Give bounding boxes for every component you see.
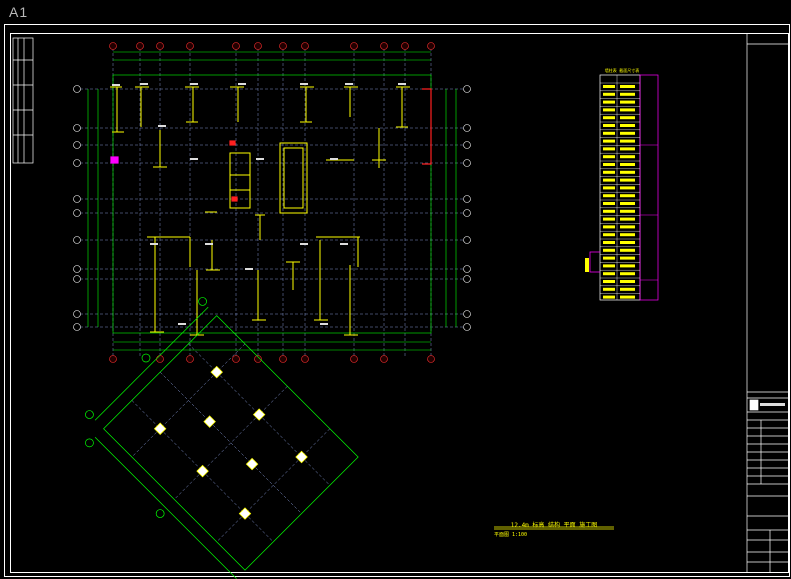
wall-schedule-table: [585, 74, 659, 301]
schedule-cell: [603, 124, 615, 127]
schedule-cell: [603, 155, 615, 159]
schedule-cell: [620, 209, 635, 213]
schedule-cell: [620, 85, 635, 88]
dimension-lines: [87, 51, 457, 351]
axis-bubbles-top: [109, 42, 435, 50]
plan-scale: 平面图 1:100: [494, 532, 528, 538]
schedule-cell: [620, 248, 635, 252]
plan-accents: [110, 88, 432, 202]
left-binding-strip: [12, 37, 34, 164]
schedule-cell: [603, 147, 615, 151]
schedule-cell: [603, 217, 615, 221]
schedule-cell: [620, 233, 635, 237]
schedule-cell: [620, 124, 635, 127]
schedule-cell: [603, 248, 615, 252]
schedule-cell: [603, 264, 615, 268]
schedule-cell: [603, 92, 615, 96]
schedule-cell: [603, 233, 615, 237]
plan-grid: [80, 48, 466, 358]
rotated-foundation-plan: [85, 297, 359, 579]
schedule-cell: [603, 170, 615, 174]
schedule-cell: [620, 108, 635, 112]
title-block: [746, 34, 789, 572]
schedule-cell: [603, 131, 615, 135]
schedule-cell: [603, 202, 615, 205]
schedule-cell: [620, 163, 635, 166]
schedule-cell: [620, 202, 635, 205]
axis-bubbles-bottom: [109, 355, 435, 363]
schedule-cell: [603, 178, 615, 182]
schedule-cell: [603, 295, 615, 299]
outer-frame: [4, 24, 790, 577]
schedule-cell: [620, 280, 635, 283]
schedule-cell: [603, 209, 615, 213]
schedule-cell: [603, 163, 615, 166]
schedule-cell: [620, 225, 635, 229]
schedule-cell: [620, 194, 635, 198]
axis-bubbles-sides: [73, 85, 471, 331]
schedule-cell: [620, 92, 635, 96]
schedule-table-heading: 墙柱表 截面尺寸表: [604, 68, 640, 73]
shear-walls: [110, 86, 410, 336]
plan-title: 12.4m 标高 结构 平面 施工图: [510, 522, 598, 529]
schedule-cell: [603, 85, 615, 88]
schedule-cell: [620, 241, 635, 244]
schedule-cell: [603, 116, 615, 120]
schedule-cell: [620, 155, 635, 159]
schedule-cell: [603, 287, 615, 291]
schedule-cell: [603, 108, 615, 112]
schedule-cell: [620, 217, 635, 221]
schedule-cell: [603, 225, 615, 229]
schedule-cell: [620, 186, 635, 190]
schedule-cell: [620, 139, 635, 143]
schedule-cell: [620, 147, 635, 151]
schedule-cell: [620, 170, 635, 174]
schedule-cell: [620, 295, 635, 299]
schedule-cell: [603, 272, 615, 276]
schedule-cell: [620, 131, 635, 135]
schedule-cell: [620, 272, 635, 276]
schedule-cell: [603, 100, 615, 104]
schedule-cell: [603, 256, 615, 260]
sheet-size-label: A1: [9, 4, 29, 20]
schedule-cell: [603, 139, 615, 143]
schedule-cell: [620, 287, 635, 291]
schedule-cell: [603, 186, 615, 190]
schedule-cell: [603, 194, 615, 198]
schedule-cell: [620, 116, 635, 120]
schedule-cell: [603, 241, 615, 244]
schedule-cell: [620, 264, 635, 268]
schedule-cell: [603, 280, 615, 283]
wall-tags: [112, 83, 406, 325]
schedule-cell: [620, 256, 635, 260]
inner-frame: [10, 33, 789, 573]
schedule-cell: [620, 178, 635, 182]
plan-title-underline: [494, 526, 614, 530]
schedule-cell: [620, 100, 635, 104]
